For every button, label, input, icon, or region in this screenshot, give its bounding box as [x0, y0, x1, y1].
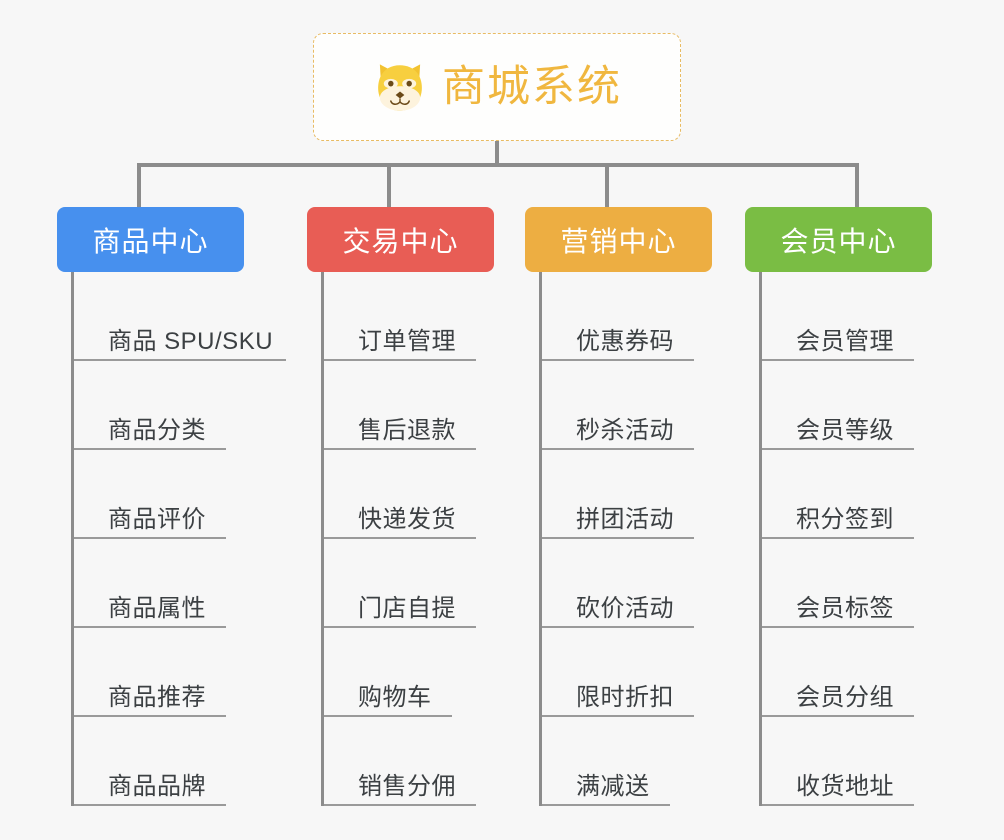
- leaf-label: 会员标签: [796, 594, 894, 622]
- leaf-rule: [762, 537, 914, 539]
- leaf-label: 售后退款: [358, 416, 456, 444]
- leaf-rule: [762, 626, 914, 628]
- list-item[interactable]: 商品 SPU/SKU: [74, 272, 286, 361]
- leaf-label: 积分签到: [796, 505, 894, 533]
- connector-drop-3: [605, 163, 609, 209]
- leaf-rule: [74, 715, 226, 717]
- list-item[interactable]: 满减送: [542, 717, 712, 806]
- leaf-rule: [324, 626, 476, 628]
- leaf-rule: [74, 359, 286, 361]
- category-column-3: 营销中心 优惠券码 秒杀活动 拼团活动 砍价活动 限时折扣: [525, 207, 712, 806]
- list-item[interactable]: 快递发货: [324, 450, 494, 539]
- root-node[interactable]: 商城系统: [313, 33, 681, 141]
- leaf-label: 购物车: [358, 683, 432, 711]
- leaf-label: 拼团活动: [576, 505, 674, 533]
- leaf-label: 秒杀活动: [576, 416, 674, 444]
- leaf-rule: [324, 537, 476, 539]
- leaf-label: 门店自提: [358, 594, 456, 622]
- leaf-rule: [542, 626, 694, 628]
- leaf-rule: [324, 359, 476, 361]
- leaf-stack-3: 优惠券码 秒杀活动 拼团活动 砍价活动 限时折扣 满减送: [539, 272, 712, 806]
- list-item[interactable]: 收货地址: [762, 717, 932, 806]
- list-item[interactable]: 商品推荐: [74, 628, 273, 717]
- list-item[interactable]: 订单管理: [324, 272, 494, 361]
- leaf-stack-2: 订单管理 售后退款 快递发货 门店自提 购物车 销售分佣: [321, 272, 494, 806]
- connector-root-stem: [495, 141, 499, 166]
- leaf-rule: [74, 804, 226, 806]
- list-item[interactable]: 销售分佣: [324, 717, 494, 806]
- connector-drop-4: [855, 163, 859, 209]
- leaf-label: 商品属性: [108, 594, 206, 622]
- leaf-label: 销售分佣: [358, 772, 456, 800]
- leaf-rule: [762, 448, 914, 450]
- leaf-rule: [324, 448, 476, 450]
- leaf-label: 限时折扣: [576, 683, 674, 711]
- list-item[interactable]: 售后退款: [324, 361, 494, 450]
- leaf-rule: [762, 715, 914, 717]
- list-item[interactable]: 砍价活动: [542, 539, 712, 628]
- category-column-2: 交易中心 订单管理 售后退款 快递发货 门店自提 购物车: [307, 207, 494, 806]
- leaf-rule: [324, 804, 476, 806]
- shiba-dog-face-icon: [372, 60, 428, 116]
- leaf-label: 收货地址: [796, 772, 894, 800]
- connector-drop-2: [387, 163, 391, 209]
- category-header-3[interactable]: 营销中心: [525, 207, 712, 272]
- list-item[interactable]: 商品分类: [74, 361, 273, 450]
- leaf-label: 优惠券码: [576, 327, 674, 355]
- category-header-3-label: 营销中心: [560, 225, 677, 257]
- leaf-label: 砍价活动: [576, 594, 674, 622]
- leaf-rule: [74, 537, 226, 539]
- leaf-label: 商品品牌: [108, 772, 206, 800]
- leaf-label: 商品评价: [108, 505, 206, 533]
- connector-spine: [137, 163, 859, 167]
- root-title: 商城系统: [442, 62, 622, 111]
- list-item[interactable]: 优惠券码: [542, 272, 712, 361]
- connector-drop-1: [137, 163, 141, 209]
- leaf-rule: [542, 537, 694, 539]
- list-item[interactable]: 门店自提: [324, 539, 494, 628]
- leaf-label: 满减送: [576, 772, 650, 800]
- leaf-stack-4: 会员管理 会员等级 积分签到 会员标签 会员分组 收货地址: [759, 272, 932, 806]
- list-item[interactable]: 商品品牌: [74, 717, 273, 806]
- list-item[interactable]: 购物车: [324, 628, 494, 717]
- category-header-1-label: 商品中心: [92, 225, 209, 257]
- leaf-rule: [542, 448, 694, 450]
- leaf-label: 会员管理: [796, 327, 894, 355]
- list-item[interactable]: 会员管理: [762, 272, 932, 361]
- leaf-label: 商品分类: [108, 416, 206, 444]
- leaf-label: 订单管理: [358, 327, 456, 355]
- list-item[interactable]: 商品评价: [74, 450, 273, 539]
- leaf-rule: [542, 715, 694, 717]
- leaf-rule: [324, 715, 452, 717]
- leaf-rule: [762, 804, 914, 806]
- list-item[interactable]: 会员标签: [762, 539, 932, 628]
- list-item[interactable]: 商品属性: [74, 539, 273, 628]
- category-column-4: 会员中心 会员管理 会员等级 积分签到 会员标签 会员分组: [745, 207, 932, 806]
- leaf-stack-1: 商品 SPU/SKU 商品分类 商品评价 商品属性 商品推荐 商品品牌: [71, 272, 286, 806]
- leaf-label: 商品推荐: [108, 683, 206, 711]
- category-header-4-label: 会员中心: [780, 225, 897, 257]
- leaf-rule: [74, 626, 226, 628]
- category-header-2[interactable]: 交易中心: [307, 207, 494, 272]
- category-column-1: 商品中心 商品 SPU/SKU 商品分类 商品评价 商品属性 商品推荐: [57, 207, 286, 806]
- list-item[interactable]: 限时折扣: [542, 628, 712, 717]
- list-item[interactable]: 会员等级: [762, 361, 932, 450]
- leaf-rule: [762, 359, 914, 361]
- leaf-label: 快递发货: [358, 505, 456, 533]
- category-header-4[interactable]: 会员中心: [745, 207, 932, 272]
- leaf-label: 商品 SPU/SKU: [108, 327, 274, 355]
- list-item[interactable]: 会员分组: [762, 628, 932, 717]
- list-item[interactable]: 秒杀活动: [542, 361, 712, 450]
- list-item[interactable]: 拼团活动: [542, 450, 712, 539]
- category-header-2-label: 交易中心: [342, 225, 459, 257]
- leaf-label: 会员分组: [796, 683, 894, 711]
- leaf-rule: [542, 804, 670, 806]
- leaf-rule: [542, 359, 694, 361]
- list-item[interactable]: 积分签到: [762, 450, 932, 539]
- leaf-rule: [74, 448, 226, 450]
- category-header-1[interactable]: 商品中心: [57, 207, 244, 272]
- leaf-label: 会员等级: [796, 416, 894, 444]
